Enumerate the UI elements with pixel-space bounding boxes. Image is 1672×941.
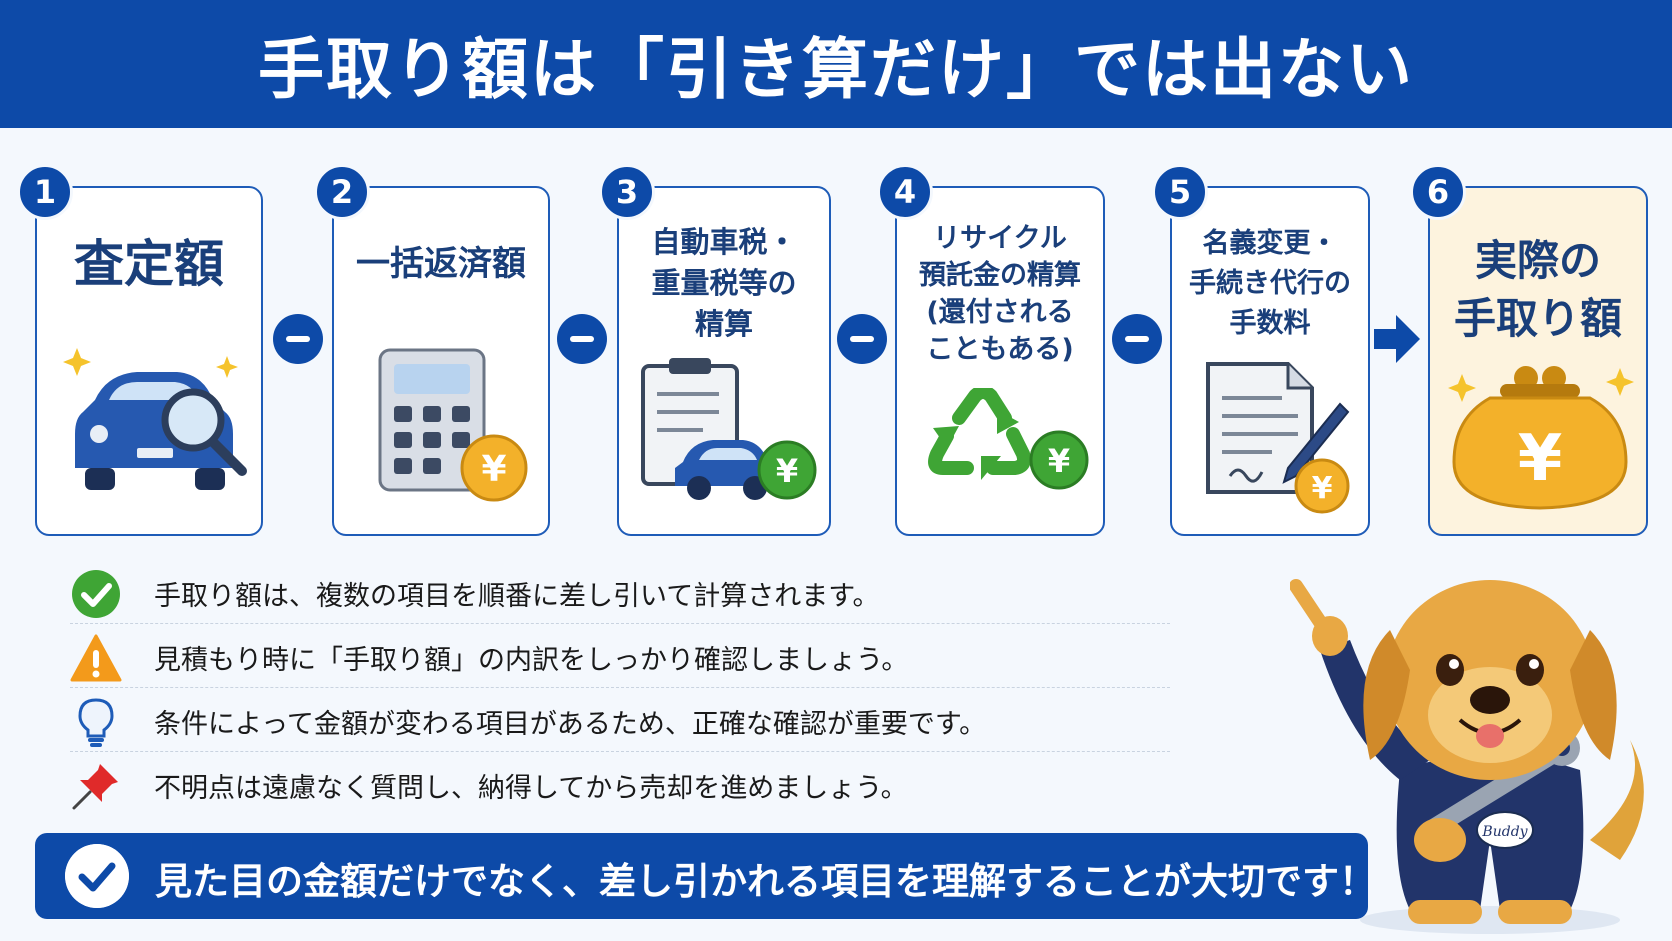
yen-symbol: ¥ — [1312, 471, 1333, 506]
minus-sign-2 — [557, 314, 607, 364]
step-card-4: 4 リサイクル 預託金の精算 (還付される こともある) ¥ — [877, 164, 1105, 536]
point-item-4: 不明点は遠慮なく質問し、納得してから売却を進めましょう。 — [70, 752, 1170, 816]
step-card-6: 6 実際の 手取り額 ¥ — [1410, 164, 1648, 536]
point-item-2: 見積もり時に「手取り額」の内訳をしっかり確認しましょう。 — [70, 624, 1170, 688]
yen-symbol: ¥ — [1518, 422, 1563, 496]
calculator-coin-icon: ¥ — [378, 348, 528, 502]
point-text-2: 見積もり時に「手取り額」の内訳をしっかり確認しましょう。 — [154, 645, 909, 676]
recycle-coin-icon: ¥ — [928, 388, 1089, 490]
minus-sign-1 — [273, 314, 323, 364]
arrow-right-icon — [1374, 315, 1420, 363]
step-title-4: リサイクル 預託金の精算 (還付される こともある) — [919, 223, 1081, 365]
step-card-3: 3 自動車税・ 重量税等の 精算 ¥ — [599, 164, 831, 536]
step-title-1: 査定額 — [74, 235, 224, 293]
point-text-3: 条件によって金額が変わる項目があるため、正確な確認が重要です。 — [154, 709, 987, 740]
clipboard-car-icon: ¥ — [641, 358, 817, 500]
check-circle-icon — [65, 844, 129, 908]
minus-sign-3 — [837, 314, 887, 364]
check-icon — [72, 570, 120, 618]
lightbulb-icon — [78, 698, 114, 747]
page-title: 手取り額は「引き算だけ」では出ない — [258, 31, 1414, 108]
minus-sign-4 — [1112, 314, 1162, 364]
yen-symbol: ¥ — [481, 449, 506, 490]
yen-symbol: ¥ — [1048, 442, 1070, 480]
step-number-3: 3 — [599, 164, 655, 220]
point-text-4: 不明点は遠慮なく質問し、納得してから売却を進めましょう。 — [154, 773, 908, 804]
pushpin-icon — [72, 764, 118, 810]
point-item-3: 条件によって金額が変わる項目があるため、正確な確認が重要です。 — [70, 688, 1170, 752]
step-number-2: 2 — [314, 164, 370, 220]
point-item-1: 手取り額は、複数の項目を順番に差し引いて計算されます。 — [70, 560, 1170, 624]
step-title-6: 実際の 手取り額 — [1453, 236, 1622, 343]
dog-mascot-illustration: Buddy — [1290, 579, 1644, 934]
step-card-2: 2 一括返済額 ¥ — [314, 164, 550, 536]
car-magnifier-icon — [63, 348, 247, 490]
step-number-4: 4 — [877, 164, 933, 220]
name-badge-text: Buddy — [1481, 824, 1528, 840]
conclusion-text: 見た目の金額だけでなく、差し引かれる項目を理解することが大切です！ — [155, 860, 1376, 903]
yen-symbol: ¥ — [776, 452, 798, 490]
step-title-3: 自動車税・ 重量税等の 精算 — [651, 225, 797, 341]
step-title-2: 一括返済額 — [356, 244, 526, 284]
document-pen-icon: ¥ — [1206, 362, 1350, 514]
header-bar: 手取り額は「引き算だけ」では出ない — [0, 0, 1672, 128]
step-card-5: 5 名義変更・ 手続き代行の 手数料 ¥ — [1152, 164, 1370, 536]
conclusion-banner: 見た目の金額だけでなく、差し引かれる項目を理解することが大切です！ — [35, 833, 1376, 919]
step-card-1: 1 査定額 — [17, 164, 263, 536]
step-number-1: 1 — [17, 164, 73, 220]
warning-icon — [70, 634, 122, 682]
coin-purse-icon: ¥ — [1448, 366, 1634, 510]
step-number-5: 5 — [1152, 164, 1208, 220]
step-number-6: 6 — [1410, 164, 1466, 220]
point-text-1: 手取り額は、複数の項目を順番に差し引いて計算されます。 — [154, 581, 880, 612]
step-title-5: 名義変更・ 手続き代行の 手数料 — [1189, 228, 1351, 339]
